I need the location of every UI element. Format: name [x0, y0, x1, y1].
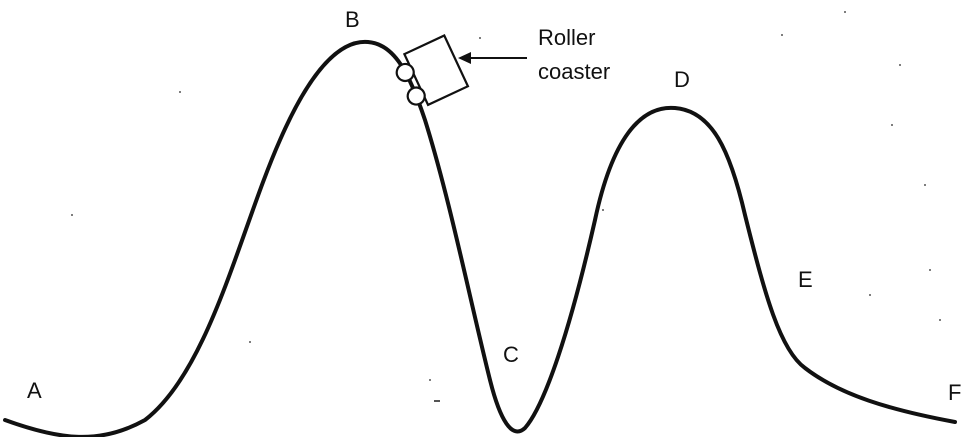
label-point-f: F: [948, 380, 961, 405]
coaster-label-line1: Roller: [538, 25, 595, 50]
pointer-arrow: [458, 52, 527, 64]
label-point-e: E: [798, 267, 813, 292]
track-curve: [5, 42, 955, 437]
label-point-c: C: [503, 342, 519, 367]
coaster-label-line2: coaster: [538, 59, 610, 84]
roller-coaster-car: [390, 36, 468, 112]
label-point-b: B: [345, 7, 360, 32]
label-point-a: A: [27, 378, 42, 403]
label-point-d: D: [674, 67, 690, 92]
arrow-head: [458, 52, 471, 64]
